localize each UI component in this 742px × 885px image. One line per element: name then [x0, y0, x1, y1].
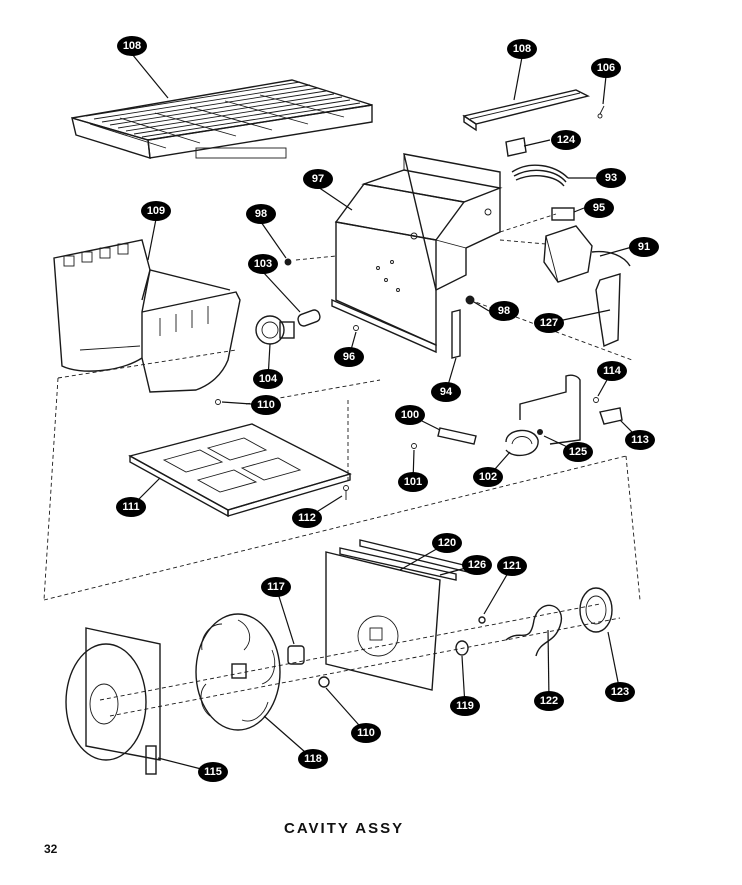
lamp-and-socket	[255, 309, 321, 345]
small-parts-top-right	[505, 137, 575, 221]
callout-94: 94	[431, 382, 461, 402]
callout-100: 100	[395, 405, 425, 425]
svg-text:108: 108	[123, 40, 141, 52]
svg-text:117: 117	[267, 581, 285, 593]
callout-120: 120	[432, 533, 462, 553]
bottom-plate	[128, 423, 352, 518]
callout-102: 102	[473, 467, 503, 487]
callout-103: 103	[248, 254, 278, 274]
callout-126: 126	[462, 555, 492, 575]
svg-text:122: 122	[540, 695, 558, 707]
side-duct	[53, 239, 241, 393]
assembly-dashed-lines	[43, 213, 641, 717]
callout-122: 122	[534, 691, 564, 711]
svg-text:118: 118	[304, 753, 322, 765]
svg-text:113: 113	[631, 434, 649, 446]
side-strip	[451, 309, 461, 359]
callout-119: 119	[450, 696, 480, 716]
svg-text:127: 127	[540, 317, 558, 329]
callout-113: 113	[625, 430, 655, 450]
callout-98-lower: 98	[489, 301, 519, 321]
svg-text:106: 106	[597, 62, 615, 74]
svg-text:114: 114	[603, 365, 622, 377]
callout-112: 112	[292, 508, 322, 528]
svg-text:115: 115	[204, 766, 222, 778]
svg-text:104: 104	[259, 373, 278, 385]
svg-text:123: 123	[611, 686, 629, 698]
svg-text:110: 110	[257, 399, 275, 411]
svg-text:91: 91	[638, 241, 650, 253]
callout-114: 114	[597, 361, 627, 381]
svg-text:95: 95	[593, 202, 605, 214]
svg-text:111: 111	[122, 501, 139, 513]
callout-108-rack: 108	[117, 36, 147, 56]
callout-104: 104	[253, 369, 283, 389]
callout-127: 127	[534, 313, 564, 333]
callout-95: 95	[584, 198, 614, 218]
fan-blade	[195, 613, 281, 731]
fan-housing	[65, 627, 161, 775]
svg-text:97: 97	[312, 173, 324, 185]
leader-lines	[130, 53, 641, 773]
callout-96: 96	[334, 347, 364, 367]
svg-text:126: 126	[468, 559, 486, 571]
svg-text:102: 102	[479, 471, 497, 483]
svg-text:101: 101	[404, 476, 422, 488]
callout-118: 118	[298, 749, 328, 769]
callout-91: 91	[629, 237, 659, 257]
svg-text:121: 121	[503, 560, 521, 572]
diagram-title: CAVITY ASSY	[284, 820, 405, 837]
svg-text:103: 103	[254, 258, 272, 270]
page-number: 32	[44, 842, 58, 856]
svg-text:125: 125	[569, 446, 587, 458]
shelf-rack	[71, 79, 373, 159]
svg-text:112: 112	[298, 512, 316, 524]
svg-text:96: 96	[343, 351, 355, 363]
callout-115: 115	[198, 762, 228, 782]
callout-121: 121	[497, 556, 527, 576]
callout-117: 117	[261, 577, 291, 597]
svg-text:120: 120	[438, 537, 456, 549]
callout-98-upper: 98	[246, 204, 276, 224]
svg-text:119: 119	[456, 700, 474, 712]
svg-text:98: 98	[498, 305, 510, 317]
rear-fasteners	[287, 587, 613, 688]
callout-97: 97	[303, 169, 333, 189]
svg-text:94: 94	[440, 386, 453, 398]
callout-93: 93	[596, 168, 626, 188]
callout-106: 106	[591, 58, 621, 78]
back-plate	[325, 539, 477, 691]
callout-110-upper: 110	[251, 395, 281, 415]
svg-text:100: 100	[401, 409, 419, 421]
cavity-box	[331, 153, 503, 354]
svg-text:108: 108	[513, 43, 531, 55]
callout-124: 124	[551, 130, 581, 150]
callout-101: 101	[398, 472, 428, 492]
callout-110-lower: 110	[351, 723, 381, 743]
callout-111: 111	[116, 497, 146, 517]
wiring-parts	[411, 374, 623, 457]
svg-text:110: 110	[357, 727, 375, 739]
callout-108-rail: 108	[507, 39, 537, 59]
callout-123: 123	[605, 682, 635, 702]
svg-text:109: 109	[147, 205, 165, 217]
top-rail	[462, 89, 605, 132]
switch-assembly	[543, 225, 631, 347]
svg-text:124: 124	[557, 134, 576, 146]
svg-text:93: 93	[605, 172, 617, 184]
svg-text:98: 98	[255, 208, 267, 220]
callout-125: 125	[563, 442, 593, 462]
callout-109: 109	[141, 201, 171, 221]
